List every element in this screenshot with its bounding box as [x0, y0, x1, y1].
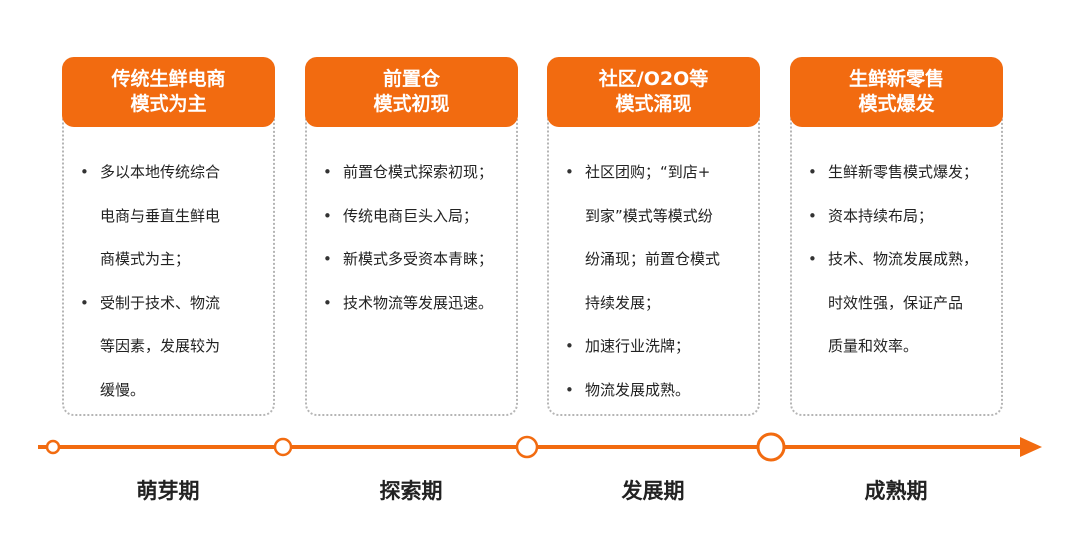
card-body: 前置仓模式探索初现； 传统电商巨头入局； 新模式多受资本青睐； 技术物流等发展迅…	[321, 151, 512, 325]
stage-card-2: 前置仓 模式初现 前置仓模式探索初现； 传统电商巨头入局； 新模式多受资本青睐；…	[305, 57, 518, 416]
card-title-line2: 模式为主	[130, 93, 207, 115]
card-header: 生鲜新零售 模式爆发	[790, 57, 1003, 127]
bullet-item: 新模式多受资本青睐；	[321, 238, 512, 282]
card-title-line2: 模式爆发	[858, 93, 935, 115]
card-header: 传统生鲜电商 模式为主	[62, 57, 275, 127]
timeline-node-4	[756, 432, 786, 462]
card-title-line1: 传统生鲜电商	[111, 68, 226, 90]
bullet-item: 物流发展成熟。	[563, 369, 754, 413]
bullet-item: 受制于技术、物流 等因素，发展较为 缓慢。	[78, 282, 269, 413]
stage-label-2: 探索期	[379, 479, 443, 503]
timeline-node-3	[515, 435, 539, 459]
card-title-line1: 前置仓	[382, 68, 440, 90]
bullet-item: 技术物流等发展迅速。	[321, 282, 512, 326]
stage-label-4: 成熟期	[864, 479, 928, 503]
card-header: 前置仓 模式初现	[305, 57, 518, 127]
bullet-item: 多以本地传统综合 电商与垂直生鲜电 商模式为主；	[78, 151, 269, 282]
card-body: 多以本地传统综合 电商与垂直生鲜电 商模式为主； 受制于技术、物流 等因素，发展…	[78, 151, 269, 412]
bullet-item: 生鲜新零售模式爆发；	[806, 151, 997, 195]
card-header: 社区/O2O等 模式涌现	[547, 57, 760, 127]
bullet-item: 技术、物流发展成熟， 时效性强，保证产品 质量和效率。	[806, 238, 997, 369]
stage-card-1: 传统生鲜电商 模式为主 多以本地传统综合 电商与垂直生鲜电 商模式为主； 受制于…	[62, 57, 275, 416]
stage-label-1: 萌芽期	[136, 479, 200, 503]
card-title-line2: 模式涌现	[615, 93, 692, 115]
stage-label-3: 发展期	[621, 479, 685, 503]
card-title-line1: 生鲜新零售	[848, 68, 944, 90]
bullet-item: 传统电商巨头入局；	[321, 195, 512, 239]
bullet-item: 社区团购；“到店+ 到家”模式等模式纷 纷涌现；前置仓模式 持续发展；	[563, 151, 754, 325]
card-body: 生鲜新零售模式爆发； 资本持续布局； 技术、物流发展成熟， 时效性强，保证产品 …	[806, 151, 997, 369]
card-title-line2: 模式初现	[373, 93, 450, 115]
card-body: 社区团购；“到店+ 到家”模式等模式纷 纷涌现；前置仓模式 持续发展； 加速行业…	[563, 151, 754, 412]
timeline-node-1	[45, 439, 61, 455]
stage-card-4: 生鲜新零售 模式爆发 生鲜新零售模式爆发； 资本持续布局； 技术、物流发展成熟，…	[790, 57, 1003, 416]
timeline-arrowhead-icon	[1020, 437, 1042, 457]
bullet-item: 资本持续布局；	[806, 195, 997, 239]
timeline-node-2	[273, 437, 293, 457]
card-title-line1: 社区/O2O等	[598, 68, 709, 90]
stage-card-3: 社区/O2O等 模式涌现 社区团购；“到店+ 到家”模式等模式纷 纷涌现；前置仓…	[547, 57, 760, 416]
bullet-item: 加速行业洗牌；	[563, 325, 754, 369]
bullet-item: 前置仓模式探索初现；	[321, 151, 512, 195]
